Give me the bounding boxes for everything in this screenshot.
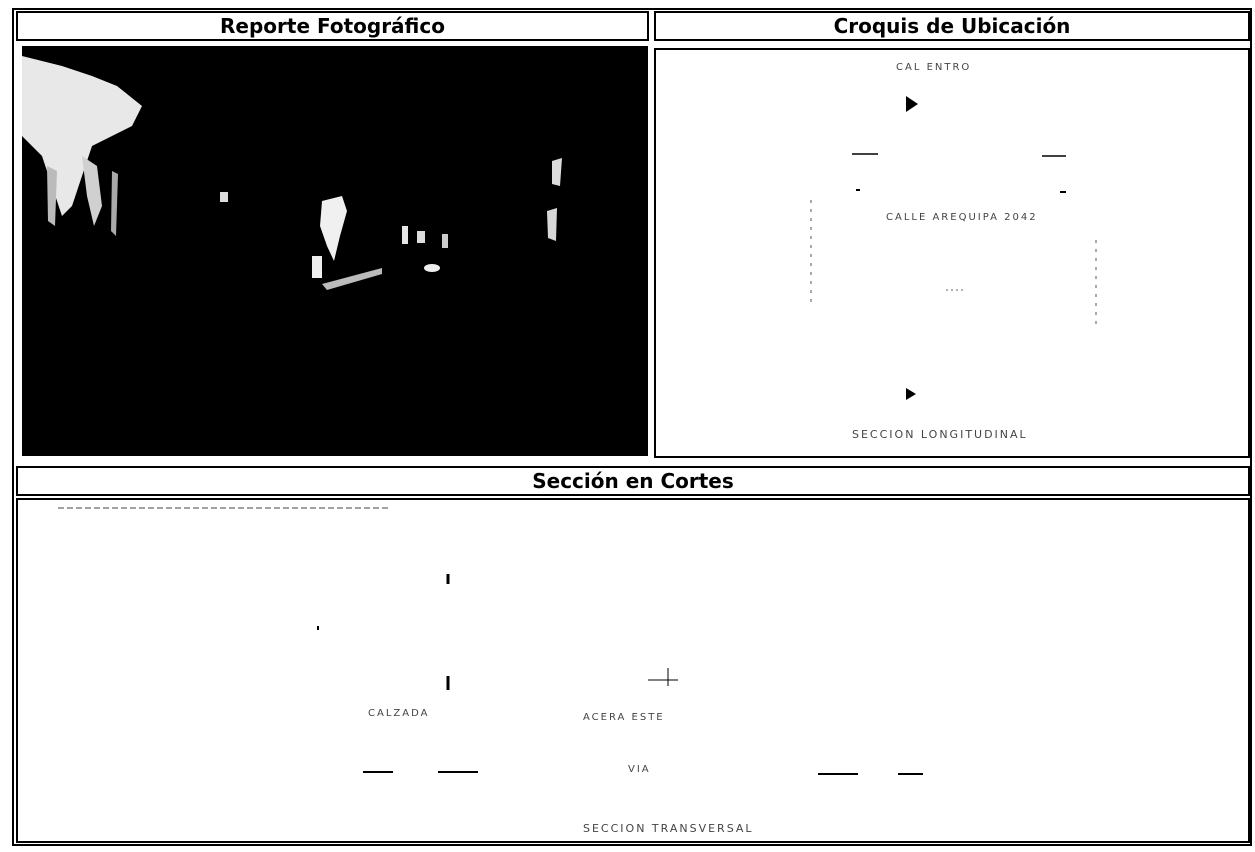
sketch-center-label: CALLE AREQUIPA 2042 (886, 212, 1038, 223)
cross-section-drawing (58, 507, 923, 775)
sketch-bottom-label: SECCION LONGITUDINAL (852, 428, 1028, 441)
photo-report-header: Reporte Fotográfico (16, 11, 649, 41)
location-sketch: CAL ENTRO CALLE AREQUIPA 2042 SECCION LO… (654, 48, 1250, 458)
sections-header: Sección en Cortes (16, 466, 1250, 496)
location-sketch-header: Croquis de Ubicación (654, 11, 1250, 41)
cross-section-caption: SECCION TRANSVERSAL (583, 822, 754, 835)
sketch-top-label: CAL ENTRO (896, 62, 972, 73)
section-label-center-bottom: VIA (628, 764, 651, 775)
sections-title: Sección en Cortes (532, 469, 734, 493)
north-arrow-icon (906, 96, 918, 112)
section-label-left: CALZADA (368, 708, 430, 719)
section-label-center: ACERA ESTE (583, 712, 665, 723)
location-sketch-title: Croquis de Ubicación (833, 14, 1071, 38)
report-frame (12, 8, 1252, 846)
sketch-drawing (810, 96, 1097, 400)
photo-report-title: Reporte Fotográfico (220, 14, 445, 38)
cross-sections-panel: CALZADA ACERA ESTE VIA SECCION TRANSVERS… (16, 498, 1250, 843)
site-photograph (22, 46, 648, 456)
section-arrow-icon (906, 388, 916, 400)
photograph-image (22, 46, 648, 456)
